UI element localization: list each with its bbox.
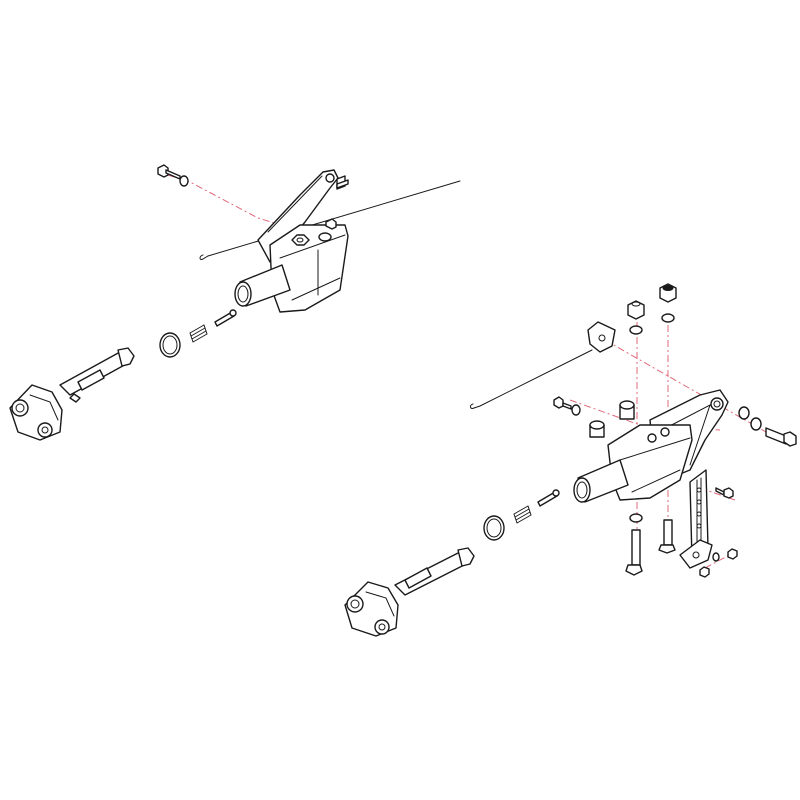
small-nut (712, 548, 738, 562)
receiver-tube (234, 264, 291, 307)
washer (661, 313, 675, 323)
support-strap (679, 469, 713, 569)
receiver-tube (573, 459, 629, 503)
hex-bolt (765, 427, 797, 447)
clevis (344, 581, 399, 637)
lock-nut (659, 283, 677, 303)
drawbar-shaft (59, 347, 135, 403)
spring (513, 505, 532, 524)
small-bolt (553, 396, 581, 416)
clevis (9, 384, 63, 441)
small-bolt (715, 487, 734, 499)
washer (738, 406, 750, 420)
bracket-stud (336, 175, 349, 190)
lock-nut (627, 300, 645, 320)
spacer-sleeve (619, 400, 635, 420)
washer (179, 175, 189, 187)
washer (750, 417, 762, 431)
pin (214, 309, 237, 327)
vertical-bolt (658, 519, 676, 554)
washer (629, 325, 643, 335)
right-assembly (344, 283, 797, 637)
snap-ring (483, 515, 505, 541)
drawbar-shaft (394, 547, 475, 596)
spring (189, 324, 208, 343)
centerline (704, 551, 736, 569)
bolt (157, 164, 181, 180)
vertical-bolt (625, 529, 643, 576)
safety-cable (473, 349, 593, 409)
small-nut (699, 566, 710, 578)
housing-nut (291, 218, 337, 246)
upper-left-assembly (9, 164, 461, 441)
safety-cable (202, 180, 461, 260)
washer (629, 513, 643, 523)
cable-clip-plate (587, 321, 616, 353)
snap-ring (159, 332, 181, 358)
pin (537, 489, 560, 507)
spacer-sleeve (589, 420, 605, 438)
